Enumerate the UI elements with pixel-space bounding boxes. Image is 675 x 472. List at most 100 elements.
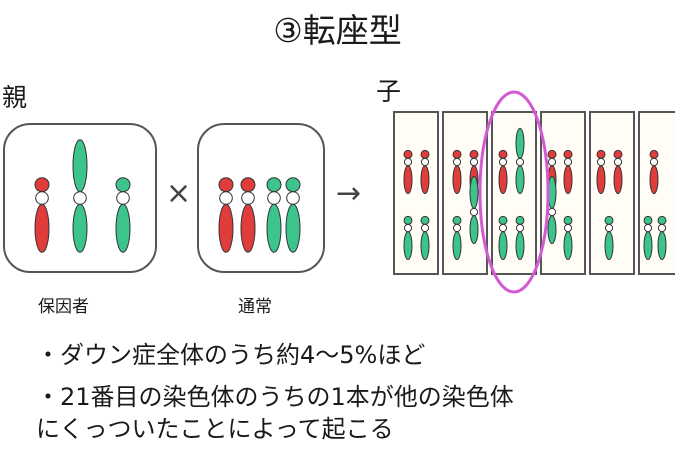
chromosome-arm <box>72 139 88 193</box>
chromosome-arm <box>452 149 462 159</box>
bullet-3: にくっついたことによって起こる <box>36 415 394 443</box>
chromosome-arm <box>649 149 659 159</box>
chromosome-arm <box>115 177 131 193</box>
centromere <box>403 223 413 233</box>
chromosome-arm <box>498 149 508 159</box>
centromere <box>286 191 300 205</box>
chromosome-arm <box>34 177 50 193</box>
chromosome-arm <box>515 127 525 159</box>
centromere <box>267 191 281 205</box>
chromosome-arm <box>403 165 413 195</box>
chromosome-arm <box>643 231 653 261</box>
centromere <box>515 223 525 233</box>
chromosome-arm <box>403 149 413 159</box>
chromosome-arm <box>266 177 282 193</box>
centromere <box>613 157 623 167</box>
bullet-2: ・21番目の染色体のうちの1本が他の染色体 <box>36 383 514 411</box>
chromosome-arm <box>72 203 88 253</box>
highlight-ring <box>478 90 550 294</box>
chromosome-arm <box>469 149 479 159</box>
chromosome-arm <box>657 215 667 225</box>
child-panel-3 <box>491 111 537 275</box>
chromosome-arm <box>657 231 667 261</box>
centromere <box>420 223 430 233</box>
chromosome-arm <box>649 165 659 195</box>
centromere <box>452 223 462 233</box>
chromosome-arm <box>420 215 430 225</box>
carrier-caption: 保因者 <box>38 297 89 317</box>
chromosome-arm <box>498 215 508 225</box>
chromosome-arm <box>563 165 573 195</box>
centromere <box>563 223 573 233</box>
chromosome-arm <box>452 215 462 225</box>
chromosome-arm <box>604 215 614 225</box>
child-panel-6 <box>638 111 675 275</box>
normal-panel <box>197 123 325 273</box>
chromosome-arm <box>604 231 614 261</box>
chromosome-arm <box>452 231 462 261</box>
chromosome-arm <box>596 149 606 159</box>
chromosome-arm <box>218 177 234 193</box>
chromosome-arm <box>403 215 413 225</box>
child-panel-4 <box>540 111 586 275</box>
chromosome-arm <box>613 165 623 195</box>
cross-symbol: × <box>166 176 192 211</box>
chromosome-arm <box>34 203 50 253</box>
chromosome-arm <box>563 231 573 261</box>
centromere <box>643 223 653 233</box>
chromosome-arm <box>596 165 606 195</box>
chromosome-arm <box>515 231 525 261</box>
chromosome-arm <box>563 215 573 225</box>
centromere <box>35 191 49 205</box>
chromosome-arm <box>218 203 234 253</box>
child-label: 子 <box>376 77 402 106</box>
chromosome-arm <box>547 215 557 245</box>
chromosome-arm <box>469 215 479 245</box>
chromosome-arm <box>240 177 256 193</box>
chromosome-arm <box>563 149 573 159</box>
chromosome-arm <box>420 149 430 159</box>
chromosome-arm <box>420 165 430 195</box>
child-panel-1 <box>393 111 439 275</box>
chromosome-arm <box>469 175 479 209</box>
centromere <box>469 207 479 217</box>
chromosome-arm <box>452 165 462 195</box>
bullet-1: ・ダウン症全体のうち約4～5%ほど <box>36 341 426 369</box>
centromere <box>547 157 557 167</box>
arrow-icon: → <box>336 176 362 211</box>
chromosome-arm <box>613 149 623 159</box>
chromosome-arm <box>515 215 525 225</box>
centromere <box>469 157 479 167</box>
centromere <box>452 157 462 167</box>
centromere <box>498 157 508 167</box>
page-title: ③転座型 <box>273 11 402 50</box>
centromere <box>73 191 87 205</box>
centromere <box>241 191 255 205</box>
centromere <box>657 223 667 233</box>
chromosome-arm <box>285 203 301 253</box>
chromosome-arm <box>285 177 301 193</box>
centromere <box>420 157 430 167</box>
centromere <box>515 157 525 167</box>
centromere <box>219 191 233 205</box>
chromosome-arm <box>403 231 413 261</box>
normal-caption: 通常 <box>238 297 272 317</box>
chromosome-arm <box>420 231 430 261</box>
chromosome-arm <box>498 231 508 261</box>
parent-label: 親 <box>2 83 28 112</box>
centromere <box>547 207 557 217</box>
chromosome-arm <box>515 165 525 195</box>
centromere <box>403 157 413 167</box>
centromere <box>116 191 130 205</box>
chromosome-arm <box>547 149 557 159</box>
centromere <box>604 223 614 233</box>
centromere <box>596 157 606 167</box>
centromere <box>563 157 573 167</box>
chromosome-arm <box>115 203 131 253</box>
chromosome-arm <box>240 203 256 253</box>
centromere <box>649 157 659 167</box>
chromosome-arm <box>266 203 282 253</box>
chromosome-arm <box>643 215 653 225</box>
centromere <box>498 223 508 233</box>
